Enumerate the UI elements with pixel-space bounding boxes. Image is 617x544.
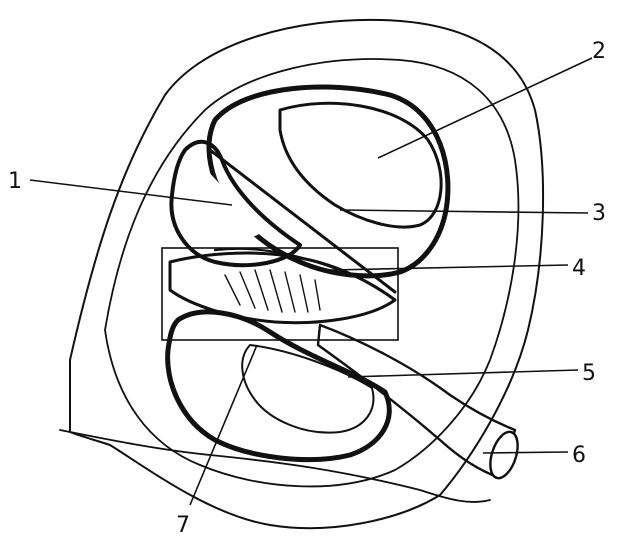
lower-turn-wall xyxy=(168,312,390,460)
callout-line-4 xyxy=(330,265,568,270)
lower-bone-margin xyxy=(60,430,490,502)
callout-line-2 xyxy=(378,58,592,158)
callout-line-5 xyxy=(348,370,578,377)
cochlear-nerve-cut-end xyxy=(485,428,523,481)
bony-labyrinth-band xyxy=(105,59,518,486)
callout-label-5: 5 xyxy=(582,361,596,386)
scala-tympani-lumen xyxy=(242,345,373,433)
temporal-bone-outline xyxy=(70,20,543,528)
callout-label-4: 4 xyxy=(572,256,586,281)
callout-line-3 xyxy=(340,210,588,213)
callout-line-7 xyxy=(190,345,257,505)
detail-box xyxy=(162,248,398,340)
organ-of-corti-fibers xyxy=(225,270,320,312)
callout-label-1: 1 xyxy=(8,169,22,194)
callout-label-3: 3 xyxy=(592,201,606,226)
callout-label-7: 7 xyxy=(176,513,190,538)
callout-line-6 xyxy=(483,452,568,453)
scala-vestibuli-upper xyxy=(280,103,441,227)
callout-label-2: 2 xyxy=(592,39,606,64)
callout-label-6: 6 xyxy=(572,443,586,468)
